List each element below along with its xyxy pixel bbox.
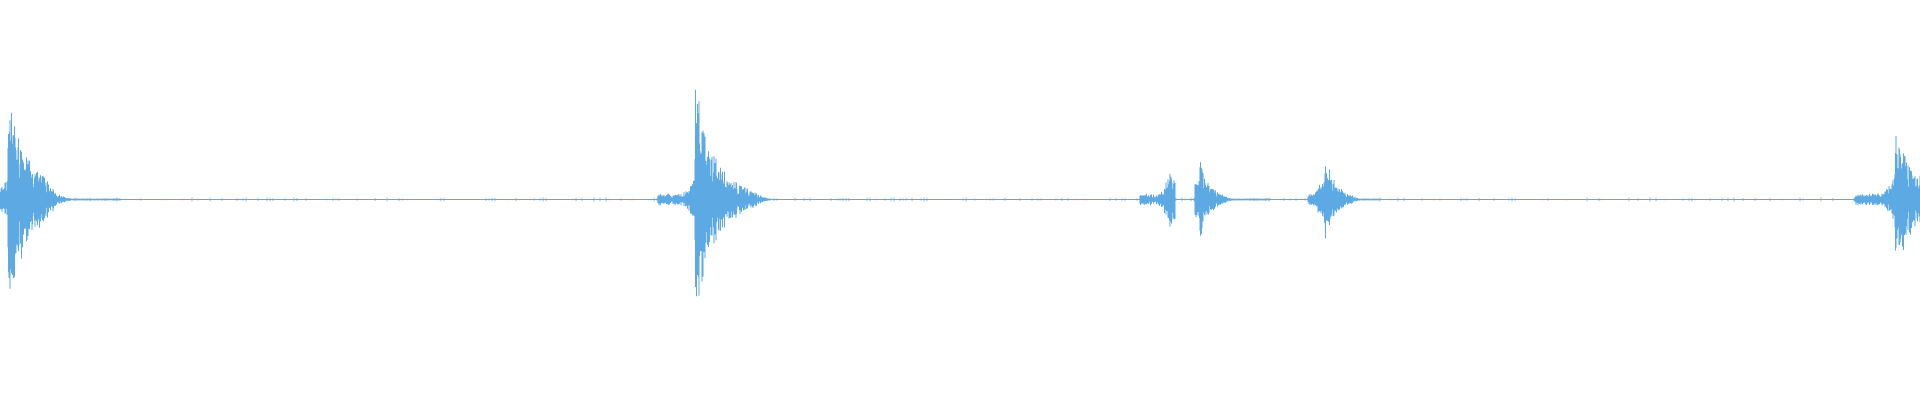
waveform-burst <box>0 112 121 289</box>
waveform-burst <box>1307 166 1381 239</box>
waveform-burst <box>1194 162 1271 236</box>
waveform-noise-ticks <box>5 197 1918 202</box>
waveform-bursts <box>0 89 1920 297</box>
waveform-noise <box>5 197 1918 202</box>
waveform-burst <box>1854 136 1920 251</box>
waveform-burst <box>657 89 771 297</box>
waveform-burst <box>1139 173 1176 227</box>
